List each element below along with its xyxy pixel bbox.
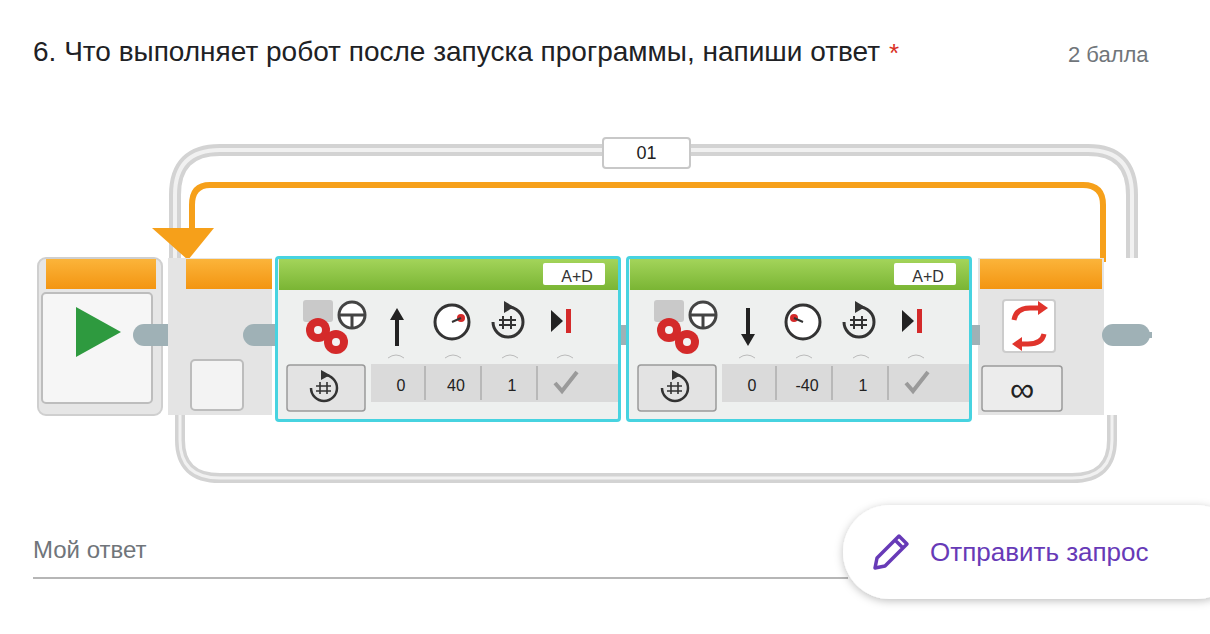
question-title: 6. Что выполняет робот после запуска про…	[33, 38, 880, 66]
port-label: A+D	[546, 266, 608, 288]
steering-value: 0	[375, 369, 427, 403]
loop-mode-symbol: ∞	[983, 367, 1061, 410]
loop-name: 01	[603, 138, 690, 168]
sequence-wire	[972, 325, 980, 345]
rotations-value: 1	[837, 369, 889, 403]
points-label: 2 балла	[1068, 44, 1149, 66]
answer-placeholder: Мой ответ	[33, 538, 147, 562]
power-value: 40	[430, 369, 482, 403]
power-value: -40	[781, 369, 833, 403]
move-steering-block: A+D 0-401	[626, 256, 972, 422]
rotations-value: 1	[486, 369, 538, 403]
required-mark: *	[889, 40, 899, 66]
submit-button: Отправить запрос	[843, 505, 1210, 599]
button-text: Отправить запрос	[930, 530, 1200, 574]
move-steering-block: A+D 0401	[275, 256, 621, 422]
loop-end-block: ∞	[980, 258, 1104, 415]
port-label: A+D	[897, 266, 959, 288]
loop-block: 01A+D0401A+D0-401∞	[168, 137, 1143, 484]
steering-value: 0	[726, 369, 778, 403]
